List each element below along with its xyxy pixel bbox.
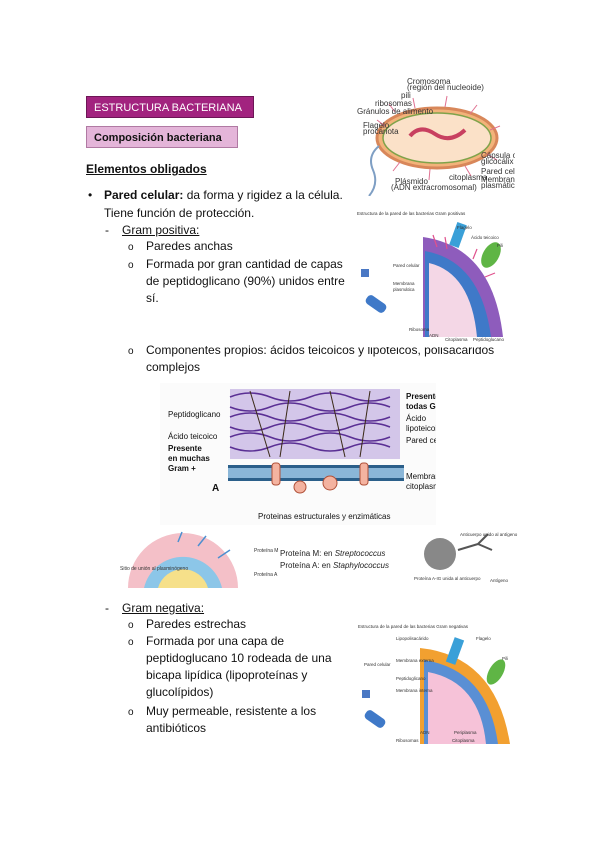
bacterium-label: procariota	[363, 127, 399, 136]
bacterium-label: glicocálix	[481, 157, 513, 166]
gram-pos-label: Ácido teicoico	[471, 234, 499, 240]
diagram-label: Presente	[168, 444, 202, 453]
gram-negative-wall-illustration: Estructura de la pared de las bacterias …	[356, 622, 514, 746]
list-item-cont: antibióticos	[146, 721, 207, 735]
bacterium-label: plasmática	[481, 181, 515, 190]
gram-positive-wall-illustration: Estructura de la pared de las bacterias …	[353, 207, 513, 347]
gram-pos-label: Membrana	[393, 281, 415, 286]
bacterium-label: Flagelo	[363, 121, 390, 130]
gram-pos-label: ADN	[429, 333, 439, 338]
gram-neg-label: Periplasma	[454, 730, 477, 735]
bacterium-label: Plásmido	[395, 177, 428, 186]
gram-neg-label: Membrana interna	[396, 688, 433, 693]
list-item: Formada por una capa de	[146, 634, 285, 648]
o-bullet: o	[128, 620, 134, 631]
protein-label: Sitio de unión al plasminógeno	[120, 566, 188, 572]
diagram-label: Gram +	[168, 464, 196, 473]
gram-pos-label: Pili	[497, 243, 503, 248]
list-item-cont: sí.	[146, 291, 159, 305]
diagram-label: Membrana	[406, 472, 436, 481]
diagram-label: Presente en	[406, 392, 436, 401]
protein-label: Proteína A-IG unida al anticuerpo	[414, 576, 481, 581]
o-bullet: o	[128, 260, 134, 271]
diagram-label: Proteinas estructurales y enzimáticas	[258, 512, 391, 521]
gram-neg-label: Pili	[502, 656, 508, 661]
gram-pos-label: Flagelo	[457, 225, 472, 230]
gram-neg-label: Lipopolisacárido	[396, 636, 429, 641]
gram-positive-heading: Gram positiva:	[122, 223, 200, 237]
o-bullet: o	[128, 707, 134, 718]
bacterium-label: (región del nucleoide)	[407, 83, 484, 92]
list-item-cont: bicapa lipídica (lipoproteínas y	[146, 668, 308, 682]
o-bullet: o	[128, 242, 134, 253]
list-item: Paredes estrechas	[146, 617, 247, 631]
list-item: Muy permeable, resistente a los	[146, 704, 317, 718]
cell-wall-desc: da forma y rigidez a la célula.	[183, 188, 343, 202]
gram-pos-label: Pared celular	[393, 263, 420, 268]
list-item-cont: glucolípidos)	[146, 685, 214, 699]
gram-neg-label: Peptidoglicano	[396, 676, 426, 681]
components-text-cont: complejos	[146, 360, 201, 374]
o-bullet: o	[128, 637, 134, 648]
bacterium-label: citoplasma	[449, 173, 488, 182]
bullet-dot: •	[88, 188, 93, 202]
gram-negative-heading: Gram negativa:	[122, 601, 205, 615]
diagram-label: en muchas	[168, 454, 210, 463]
bacterium-label: Cromosoma	[407, 77, 451, 86]
gram-pos-figure-title: Estructura de la pared de las bacterias …	[357, 211, 466, 216]
gram-neg-label: Ribosomas	[396, 738, 419, 743]
gram-neg-label: ADN	[420, 730, 430, 735]
gram-neg-label: Flagelo	[476, 636, 491, 641]
peptidoglycan-diagram: Peptidoglicano Ácido teicoico Presente e…	[160, 383, 436, 525]
gram-neg-label: Pared celular	[364, 662, 391, 667]
cell-wall-text: Pared celular: da forma y rigidez a la c…	[104, 187, 344, 204]
list-item: Formada por gran cantidad de capas	[146, 257, 343, 271]
protein-m-caption: Proteína M: en Streptococcus	[280, 549, 385, 558]
diagram-letter: A	[212, 483, 219, 494]
list-item-cont: de peptidoglicano (90%) unidos entre	[146, 274, 345, 288]
gram-pos-label: Citoplasma	[445, 337, 468, 342]
diagram-label: Pared celular	[406, 436, 436, 445]
gram-neg-label: Membrana externa	[396, 658, 434, 663]
diagram-label: lipoteicoico	[406, 424, 436, 433]
bacterium-label: Cápsula o	[481, 151, 515, 160]
dash-bullet: -	[105, 601, 109, 615]
section-title: ESTRUCTURA BACTERIANA	[86, 96, 254, 118]
subsection-title: Composición bacteriana	[86, 126, 238, 148]
bacterium-illustration: Cromosoma (región del nucleoide) pili ri…	[355, 76, 515, 196]
list-item-cont: peptidoglucano 10 rodeada de una	[146, 651, 332, 665]
cell-wall-desc-line2: Tiene función de protección.	[104, 206, 255, 220]
diagram-label: todas Gram +	[406, 402, 436, 411]
protein-label: Proteína M	[254, 548, 278, 554]
protein-a-caption: Proteína A: en Staphylococcus	[280, 561, 389, 570]
diagram-label: Peptidoglicano	[168, 410, 221, 419]
list-item: Paredes anchas	[146, 239, 233, 253]
gram-neg-figure-title: Estructura de la pared de las bacterias …	[358, 624, 469, 629]
cell-wall-label: Pared celular:	[104, 188, 184, 202]
diagram-label: Ácido teicoico	[168, 432, 218, 441]
protein-label: Anticuerpo unido al antígeno	[460, 532, 518, 537]
bacterium-label: Pared celular	[481, 167, 515, 176]
bacterium-label: ribosomas	[375, 99, 412, 108]
protein-label: Proteína A	[254, 572, 278, 578]
gram-pos-label: plasmática	[393, 287, 415, 292]
bacterium-label: (ADN extracromosomal)	[391, 183, 477, 192]
diagram-label: Ácido	[406, 414, 427, 423]
elements-heading: Elementos obligados	[86, 162, 207, 176]
bacterium-label: Membrana	[481, 175, 515, 184]
bacterium-label: Gránulos de alimento	[357, 107, 434, 116]
gram-pos-label: Ribosoma	[409, 327, 430, 332]
bacterium-label: pili	[401, 91, 411, 100]
dash-bullet: -	[105, 223, 109, 237]
o-bullet: o	[128, 346, 134, 357]
diagram-label: citoplasmática	[406, 482, 436, 491]
surface-proteins-illustration: Proteína M Proteína A Sitio de unión al …	[118, 530, 518, 590]
protein-label: Antígeno	[490, 578, 509, 583]
gram-neg-label: Citoplasma	[452, 738, 475, 743]
gram-pos-label: Peptidoglucano	[473, 337, 505, 342]
